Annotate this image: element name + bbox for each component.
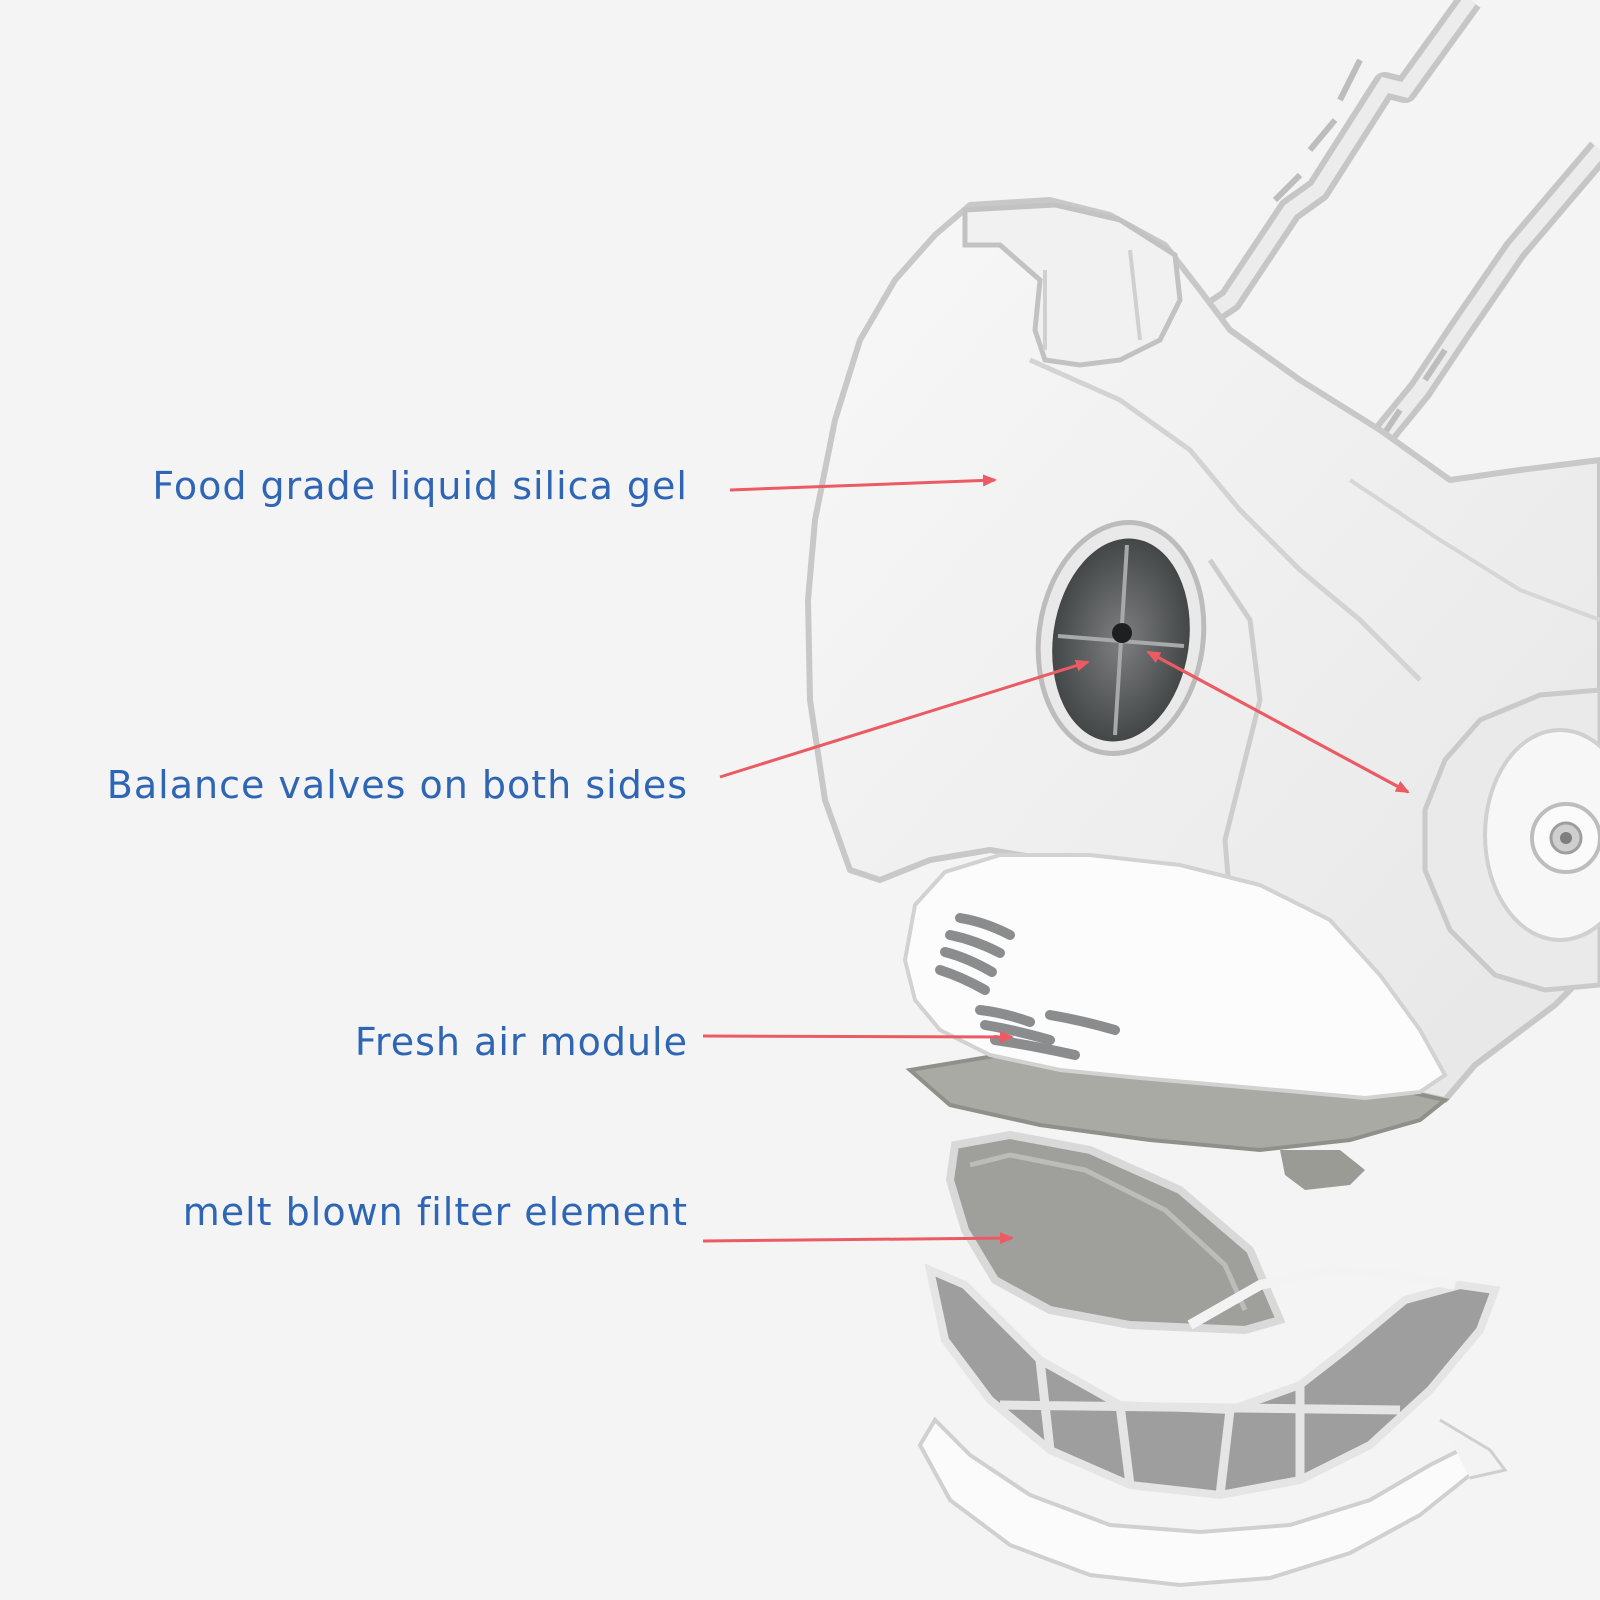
melt-blown-filter: [945, 1130, 1286, 1335]
balance-valve-front: [1035, 520, 1207, 756]
label-food-grade-silica-gel: Food grade liquid silica gel: [152, 464, 688, 508]
arrow-fresh-air: [702, 1030, 1014, 1043]
arrow-filter: [702, 1232, 1014, 1245]
label-balance-valves: Balance valves on both sides: [106, 763, 688, 807]
balance-valve-side: [1422, 687, 1600, 993]
inner-support-frame: [924, 1263, 1501, 1500]
callout-arrows: [702, 474, 1410, 1245]
label-melt-blown-filter: melt blown filter element: [182, 1190, 688, 1234]
arrow-valve-side-start: [1146, 650, 1409, 794]
arrow-valve-front: [719, 659, 1090, 779]
arrow-silica-gel: [729, 474, 997, 492]
ear-strap-left: [1177, 0, 1481, 341]
label-fresh-air-module: Fresh air module: [354, 1020, 688, 1064]
fresh-air-module: [902, 853, 1450, 1190]
bottom-ring: [917, 1416, 1508, 1588]
